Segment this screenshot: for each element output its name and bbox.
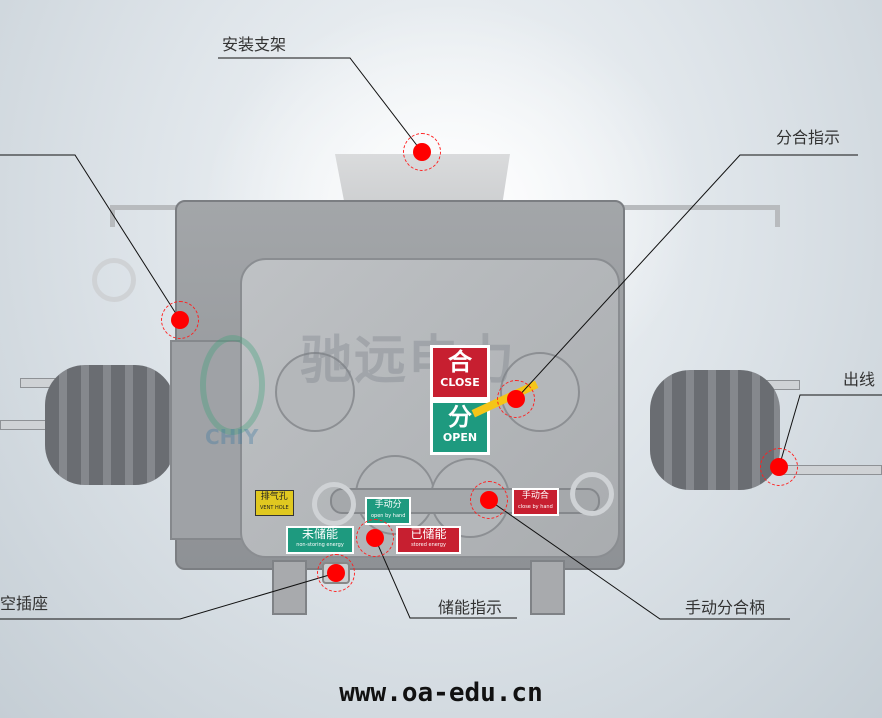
close-hand-cn: 手动合 (521, 491, 549, 501)
marker-dot-socket (327, 564, 345, 582)
close-hand-en: close by hand (518, 504, 553, 510)
stored-cn: 已储能 (410, 527, 447, 541)
open-en: OPEN (442, 431, 478, 444)
marker-dot-bracket (413, 143, 431, 161)
open-hand-en: open by hand (371, 513, 406, 519)
shaft-disc (275, 352, 355, 432)
footer-url: www.oa-edu.cn (339, 678, 543, 708)
stored-en: stored energy (411, 542, 446, 548)
watermark-logo-text: CHIY (205, 425, 259, 449)
vent-en: VENT HOLE (260, 505, 289, 511)
line-socket (0, 572, 337, 620)
marker-dot-storage (366, 529, 384, 547)
watermark-logo (200, 335, 265, 435)
line-indicator (515, 154, 858, 400)
callout-label-socket: 航空插座 (0, 594, 49, 613)
vent-hole-label: 排气孔 VENT HOLE (255, 490, 294, 516)
marker-dot-indicator (507, 390, 525, 408)
close-by-hand-label: 手动合 close by hand (512, 488, 559, 516)
marker-ring-handle (470, 481, 508, 519)
side-handle-ring (92, 258, 136, 302)
callout-label-storage: 储能指示 (438, 598, 503, 617)
unstored-en: non-storing energy (296, 542, 344, 548)
right-insulator (650, 370, 780, 490)
marker-dot-outlet (770, 458, 788, 476)
callout-label-bracket: 安装支架 (222, 35, 287, 54)
line-storage (374, 537, 517, 619)
vent-cn: 排气孔 (260, 492, 288, 502)
line-outlet (778, 394, 882, 468)
marker-ring-bracket (403, 133, 441, 171)
line-handle (488, 499, 790, 620)
marker-ring-outlet (760, 448, 798, 486)
marker-dot-top-left (171, 311, 189, 329)
close-en: CLOSE (440, 376, 480, 389)
callout-label-indicator: 分合指示 (776, 128, 841, 147)
callout-label-handle: 手动分合柄 (685, 598, 766, 617)
open-cn: 分 (448, 403, 472, 431)
marker-ring-storage (356, 519, 394, 557)
left-foot (272, 560, 307, 615)
open-hand-cn: 手动分 (374, 500, 402, 510)
handle-ring-left (312, 482, 356, 526)
handle-ring-right (570, 472, 614, 516)
line-top-left (0, 154, 181, 321)
marker-ring-socket (317, 554, 355, 592)
left-insulator (45, 365, 175, 485)
callout-label-outlet: 出线 (843, 370, 876, 389)
unstored-cn: 未储能 (301, 527, 338, 541)
marker-dot-handle (480, 491, 498, 509)
right-foot (530, 560, 565, 615)
line-bracket (218, 57, 423, 153)
marker-ring-top-left (161, 301, 199, 339)
close-cn: 合 (448, 348, 472, 376)
marker-ring-indicator (497, 380, 535, 418)
